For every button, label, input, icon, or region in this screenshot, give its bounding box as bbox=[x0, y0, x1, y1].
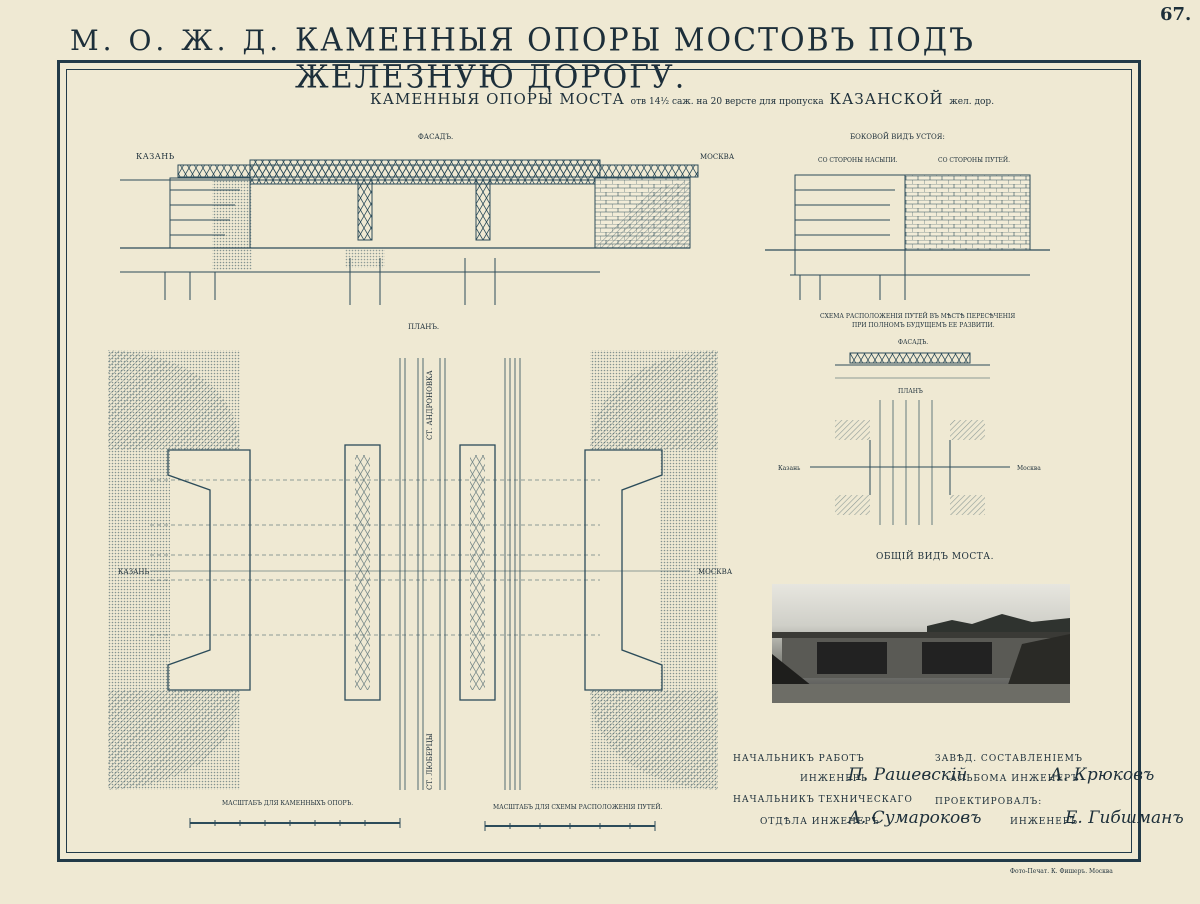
plate-number: 67. bbox=[1160, 4, 1192, 25]
scale-left-label: МАСШТАБЪ ДЛЯ КАМЕННЫХЪ ОПОРЪ. bbox=[222, 800, 353, 807]
plan-right-direction: МОСКВА bbox=[698, 568, 733, 576]
sheet-title-main: КАМЕННЫЯ ОПОРЫ МОСТА bbox=[370, 90, 625, 108]
scheme-facade-label: ФАСАДЪ. bbox=[898, 339, 928, 346]
engineer-1-title: ИНЖЕНЕРЪ bbox=[800, 774, 869, 784]
side-view-label: БОКОВОЙ ВИДЪ УСТОЯ: bbox=[850, 132, 945, 141]
dept-engineer-signature: А. Сумароковъ bbox=[848, 808, 982, 828]
page-title: КАМЕННЫЯ ОПОРЫ МОСТОВЪ ПОДЪ ЖЕЛЕЗНУЮ ДОР… bbox=[295, 22, 976, 96]
side-view bbox=[765, 174, 1050, 300]
designed-label: ПРОЕКТИРОВАЛЪ: bbox=[935, 797, 1043, 807]
sheet-title-small: отв 14½ саж. на 20 версте для пропуска bbox=[630, 97, 824, 107]
side-view-left-caption: СО СТОРОНЫ НАСЫПИ. bbox=[818, 157, 898, 164]
dept-engineer-title: ОТДѢЛА ИНЖЕНЕРЪ bbox=[760, 817, 880, 827]
facade-right-direction: МОСКВА bbox=[700, 153, 735, 161]
designer-signature: Е. Гибшманъ bbox=[1065, 808, 1184, 828]
facade-left-direction: КАЗАНЬ bbox=[136, 152, 175, 161]
scheme-title-line1: СХЕМА РАСПОЛОЖЕНІЯ ПУТЕЙ ВЪ МѢСТѢ ПЕРЕСѢ… bbox=[820, 312, 1015, 320]
engineer-1-signature: П. Рашевскій bbox=[848, 765, 968, 785]
album-head: ЗАВѢД. СОСТАВЛЕНІЕМЪ bbox=[935, 754, 1083, 764]
photo-caption: ОБЩІЙ ВИДЪ МОСТА. bbox=[876, 552, 994, 562]
scheme-right-direction: Москва bbox=[1017, 465, 1041, 472]
side-view-right-caption: СО СТОРОНЫ ПУТЕЙ. bbox=[938, 156, 1010, 164]
sheet-title-kazan: КАЗАНСКОЙ bbox=[829, 90, 944, 108]
head-technical: НАЧАЛЬНИКЪ ТЕХНИЧЕСКАГО bbox=[733, 795, 913, 805]
head-of-works: НАЧАЛЬНИКЪ РАБОТЪ bbox=[733, 754, 865, 764]
scheme-plan-label: ПЛАНЪ bbox=[898, 388, 923, 395]
scheme-facade bbox=[835, 352, 990, 379]
album-engineer-title: АЛЬБОМА ИНЖЕНЕРЪ bbox=[950, 774, 1080, 784]
plan-track-top: СТ. АНДРОНОВКА bbox=[426, 370, 434, 440]
plan-track-bottom: СТ. ЛЮБЕРЦЫ bbox=[426, 733, 434, 790]
scale-right-label: МАСШТАБЪ ДЛЯ СХЕМЫ РАСПОЛОЖЕНІЯ ПУТЕЙ. bbox=[493, 803, 662, 811]
railway-mark: М. О. Ж. Д. bbox=[70, 24, 283, 57]
album-engineer-signature: А. Крюковъ bbox=[1050, 765, 1155, 785]
scale-left-bar bbox=[189, 818, 401, 828]
plan-left-direction: КАЗАНЬ bbox=[118, 568, 149, 576]
designer-title: ИНЖЕНЕРЪ bbox=[1010, 817, 1079, 827]
scheme-plan bbox=[810, 400, 1010, 525]
scheme-title-line2: ПРИ ПОЛНОМЪ БУДУЩЕМЪ ЕЕ РАЗВИТІИ. bbox=[852, 322, 995, 329]
sheet-title-tail: жел. дор. bbox=[949, 97, 995, 107]
bridge-photo bbox=[772, 584, 1070, 703]
plan-view bbox=[108, 350, 718, 790]
scale-right-bar bbox=[484, 821, 656, 831]
plan-label: ПЛАНЪ. bbox=[408, 323, 439, 331]
printer-credit: Фото-Печат. К. Фишеръ. Москва bbox=[1010, 868, 1113, 875]
facade-label: ФАСАДЪ. bbox=[418, 133, 453, 141]
facade-elevation bbox=[120, 159, 699, 305]
inner-frame bbox=[66, 69, 1132, 853]
sheet-title: КАМЕННЫЯ ОПОРЫ МОСТА отв 14½ саж. на 20 … bbox=[370, 90, 994, 108]
outer-frame bbox=[57, 60, 1141, 862]
scheme-left-direction: Казань bbox=[778, 465, 801, 472]
